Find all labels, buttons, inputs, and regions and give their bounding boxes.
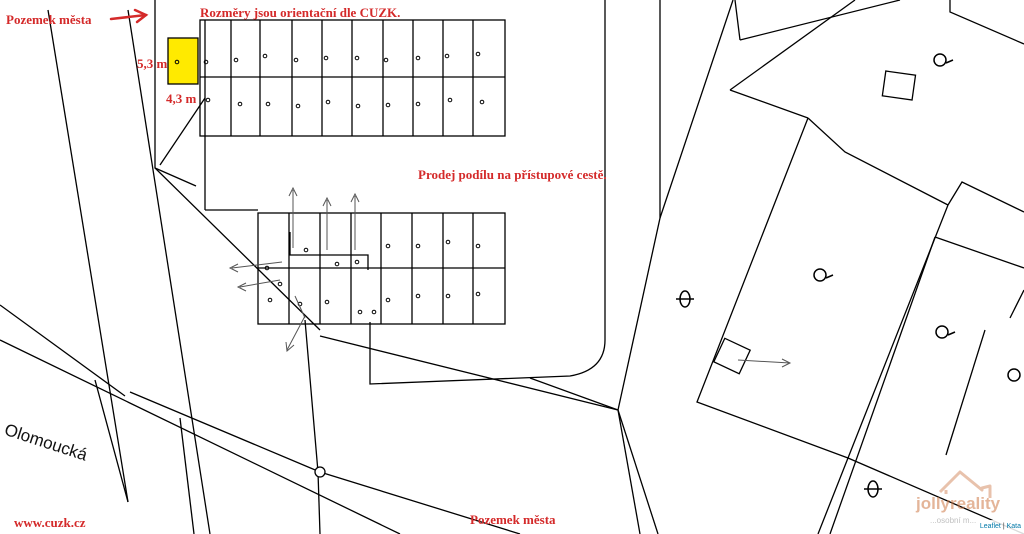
label-dimensions-note: Rozměry jsou orientační dle CUZK.	[200, 5, 401, 20]
parcel-symbol-4	[1007, 368, 1021, 382]
leaflet-link[interactable]: Leaflet	[979, 523, 1001, 530]
label-pozemek-mesta-bottom: Pozemek města	[470, 512, 556, 527]
parcel-markers	[203, 51, 485, 315]
parcel-symbol-3	[935, 325, 956, 339]
label-height-dimension: 5,3 m	[137, 56, 168, 71]
watermark-house-icon	[938, 470, 992, 498]
garage-block-upper	[199, 19, 506, 137]
red-arrow-icon	[109, 8, 149, 24]
junction-node	[314, 466, 326, 478]
attribution-separator: |	[1000, 523, 1007, 530]
parcel-boundaries	[696, 0, 1024, 534]
label-sale-note: Prodej podílu na přístupové cestě.	[418, 167, 607, 182]
label-width-dimension: 4,3 m	[166, 91, 197, 106]
highlighted-garage[interactable]	[167, 37, 199, 85]
parcel-symbols	[676, 53, 1021, 498]
parcel-symbol-2	[813, 268, 834, 282]
map-attribution: Leaflet | Kata	[976, 520, 1024, 534]
highlighted-garage-marker	[174, 59, 180, 65]
road-boundaries	[0, 0, 901, 534]
parcel-symbol-6	[864, 480, 882, 498]
label-pozemek-mesta-top: Pozemek města	[6, 12, 92, 27]
garage-block-lower	[257, 212, 506, 325]
watermark-subtitle: ...osobní m...	[930, 516, 977, 525]
parcel-symbol-1	[933, 53, 954, 67]
parcel-symbol-5	[676, 290, 694, 308]
watermark-brand: jollyreality	[916, 494, 1001, 513]
cadastre-link[interactable]: Kata	[1006, 523, 1021, 530]
label-url: www.cuzk.cz	[14, 515, 86, 530]
relation-arrows	[228, 186, 792, 368]
